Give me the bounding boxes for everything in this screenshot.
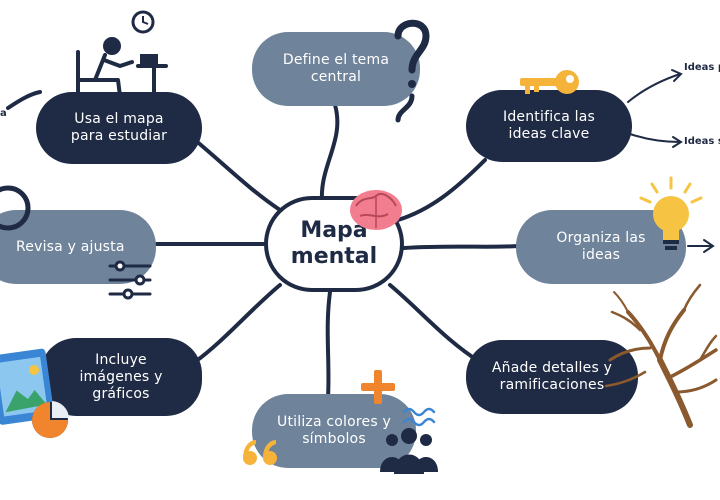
center-line2: mental <box>290 244 378 269</box>
sliders-icon <box>108 260 152 300</box>
branch-label-ideas-bottom: Ideas s <box>684 136 720 147</box>
node-usa-line1: Usa el mapa <box>74 111 164 127</box>
branch-label-left: a <box>0 108 7 119</box>
node-utiliza-line1: Utiliza colores y <box>277 414 391 430</box>
picture-icon <box>0 348 55 425</box>
node-anade-line1: Añade detalles y <box>491 360 613 376</box>
node-define-tema: Define el tema central <box>252 32 420 106</box>
connector-organiza <box>402 244 520 250</box>
node-utiliza: Utiliza colores y símbolos <box>252 394 416 468</box>
node-incluye-line1: Incluye <box>95 351 147 368</box>
arrow-organiza-right-head <box>703 239 715 253</box>
node-identifica-line1: Identifica las <box>503 109 595 125</box>
arrow-ideas-bottom <box>629 133 681 143</box>
node-incluye-line2: imágenes y <box>79 368 163 385</box>
node-usa-mapa: Usa el mapa para estudiar <box>36 92 202 164</box>
node-organiza-line2: ideas <box>581 247 621 263</box>
arrow-ideas-top-head <box>671 69 683 82</box>
connector-define <box>319 103 340 202</box>
people-group-icon <box>380 428 438 474</box>
node-utiliza-line2: símbolos <box>302 431 366 447</box>
plus-icon <box>361 370 395 404</box>
person-at-desk-icon <box>76 37 168 102</box>
bare-tree-icon <box>604 283 718 428</box>
node-revisa-line1: Revisa y ajusta <box>16 238 125 255</box>
connector-incluye <box>193 283 282 364</box>
lightbulb-icon <box>639 176 703 250</box>
node-anade-line2: ramificaciones <box>499 377 605 393</box>
quote-icon <box>243 440 277 465</box>
connector-usa <box>193 138 282 212</box>
node-define-line2: central <box>310 69 362 85</box>
magnifier-icon <box>0 185 31 231</box>
brain-icon <box>350 190 402 230</box>
node-define-line1: Define el tema <box>282 52 390 68</box>
arrow-ideas-bottom-head <box>672 136 683 148</box>
node-identifica-line2: ideas clave <box>508 126 590 142</box>
node-usa-line2: para estudiar <box>70 128 168 144</box>
node-anade: Añade detalles y ramificaciones <box>466 340 638 414</box>
node-organiza-line1: Organiza las <box>556 230 646 246</box>
node-revisa: Revisa y ajusta <box>0 210 156 284</box>
node-identifica: Identifica las ideas clave <box>466 90 632 162</box>
pie-chart-icon <box>32 401 69 438</box>
connector-anade <box>388 283 482 364</box>
connector-identifica <box>396 158 487 222</box>
node-incluye: Incluye imágenes y gráficos <box>40 338 202 416</box>
central-node-mapa-mental: Mapa mental <box>264 196 404 292</box>
branch-label-ideas-top: Ideas p <box>684 62 720 73</box>
connector-usa-left <box>6 90 42 110</box>
key-icon <box>520 70 579 94</box>
node-incluye-line3: gráficos <box>92 385 150 402</box>
question-mark-icon <box>394 19 430 123</box>
connector-utiliza <box>325 290 332 400</box>
clock-icon <box>131 10 155 34</box>
waves-icon <box>402 407 436 427</box>
arrow-ideas-top <box>627 73 681 103</box>
